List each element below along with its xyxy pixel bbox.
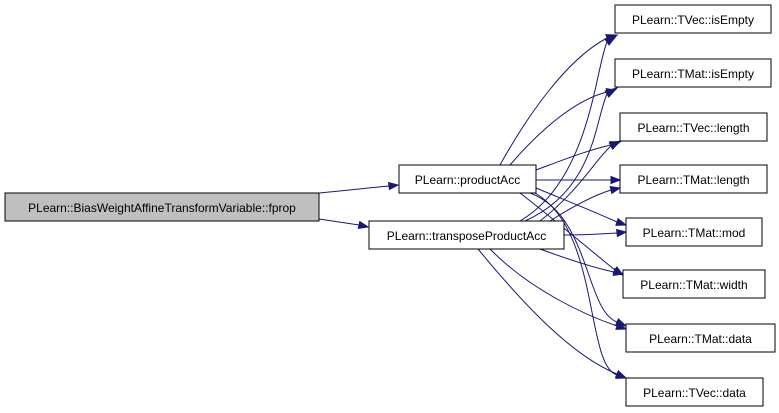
edge-line <box>489 248 618 327</box>
edge-product-acc-to-tmat-is-empty <box>509 87 617 166</box>
node-tmat-width[interactable]: PLearn::TMat::width <box>622 269 766 299</box>
node-tmat-is-empty[interactable]: PLearn::TMat::isEmpty <box>614 58 772 88</box>
arrowhead-icon <box>610 175 622 185</box>
edge-line <box>535 144 612 171</box>
edge-transpose-product-acc-to-tmat-mod <box>563 228 628 238</box>
node-tmat-length[interactable]: PLearn::TMat::length <box>619 164 768 194</box>
edge-transpose-product-acc-to-tmat-data <box>489 248 628 330</box>
arrowhead-icon <box>615 217 628 226</box>
edge-line <box>524 93 608 222</box>
edge-line <box>499 37 608 166</box>
edge-line <box>563 232 618 236</box>
edge-root-to-transpose-product-acc <box>318 218 370 229</box>
node-tvec-is-empty-label: PLearn::TVec::isEmpty <box>632 13 754 27</box>
edge-line <box>529 192 618 323</box>
node-tmat-mod-label: PLearn::TMat::mod <box>643 226 746 240</box>
edge-transpose-product-acc-to-tmat-width <box>539 248 625 276</box>
node-tmat-is-empty-label: PLearn::TMat::isEmpty <box>632 67 754 81</box>
edge-line <box>519 41 608 222</box>
node-transpose-product-acc-label: PLearn::transposeProductAcc <box>387 229 546 243</box>
node-tvec-data[interactable]: PLearn::TVec::data <box>625 377 764 407</box>
node-product-acc-label: PLearn::productAcc <box>415 173 520 187</box>
arrowhead-icon <box>604 33 619 46</box>
node-tvec-length-label: PLearn::TVec::length <box>637 121 749 135</box>
edge-transpose-product-acc-to-tmat-length <box>549 186 622 222</box>
edge-line <box>519 192 616 271</box>
edge-line <box>509 91 608 166</box>
edge-line <box>549 189 612 222</box>
edge-product-acc-to-tmat-length <box>536 175 622 185</box>
edge-transpose-product-acc-to-tvec-is-empty <box>519 33 619 222</box>
node-root[interactable]: PLearn::BiasWeightAffineTransformVariabl… <box>4 192 320 222</box>
node-tvec-is-empty[interactable]: PLearn::TVec::isEmpty <box>614 4 772 34</box>
edge-line <box>539 145 612 222</box>
arrowhead-icon <box>616 228 628 238</box>
edge-root-to-product-acc <box>318 181 400 194</box>
edge-transpose-product-acc-to-tmat-is-empty <box>524 87 619 222</box>
edge-product-acc-to-tvec-is-empty <box>499 34 617 166</box>
node-tvec-data-label: PLearn::TVec::data <box>643 386 746 400</box>
node-tmat-mod[interactable]: PLearn::TMat::mod <box>625 217 763 247</box>
edge-line <box>535 187 618 223</box>
arrowhead-icon <box>357 220 370 229</box>
node-product-acc[interactable]: PLearn::productAcc <box>398 164 537 194</box>
edge-transpose-product-acc-to-tvec-data <box>477 248 628 379</box>
node-tmat-data-label: PLearn::TMat::data <box>649 332 752 346</box>
arrowhead-icon <box>604 87 619 98</box>
node-tmat-data[interactable]: PLearn::TMat::data <box>625 323 776 353</box>
edge-line <box>539 248 615 273</box>
arrowhead-icon <box>615 321 628 330</box>
node-tvec-length[interactable]: PLearn::TVec::length <box>619 112 768 142</box>
arrowhead-icon <box>608 140 622 150</box>
node-root-label: PLearn::BiasWeightAffineTransformVariabl… <box>28 201 296 215</box>
edge-line <box>318 185 390 194</box>
edge-transpose-product-acc-to-tvec-length <box>539 140 622 222</box>
edges <box>318 33 628 379</box>
edge-line <box>318 218 360 226</box>
arrowhead-icon <box>614 369 628 379</box>
edge-line <box>477 248 618 375</box>
nodes: PLearn::BiasWeightAffineTransformVariabl… <box>4 4 776 407</box>
arrowhead-icon <box>388 181 400 191</box>
edge-line <box>534 192 618 376</box>
edge-product-acc-to-tmat-data <box>529 192 628 327</box>
node-transpose-product-acc[interactable]: PLearn::transposeProductAcc <box>368 220 565 250</box>
node-tmat-width-label: PLearn::TMat::width <box>640 278 747 292</box>
edge-product-acc-to-tmat-mod <box>535 187 628 226</box>
node-tmat-length-label: PLearn::TMat::length <box>637 173 749 187</box>
arrowhead-icon <box>612 267 625 276</box>
arrowhead-icon <box>609 186 622 195</box>
